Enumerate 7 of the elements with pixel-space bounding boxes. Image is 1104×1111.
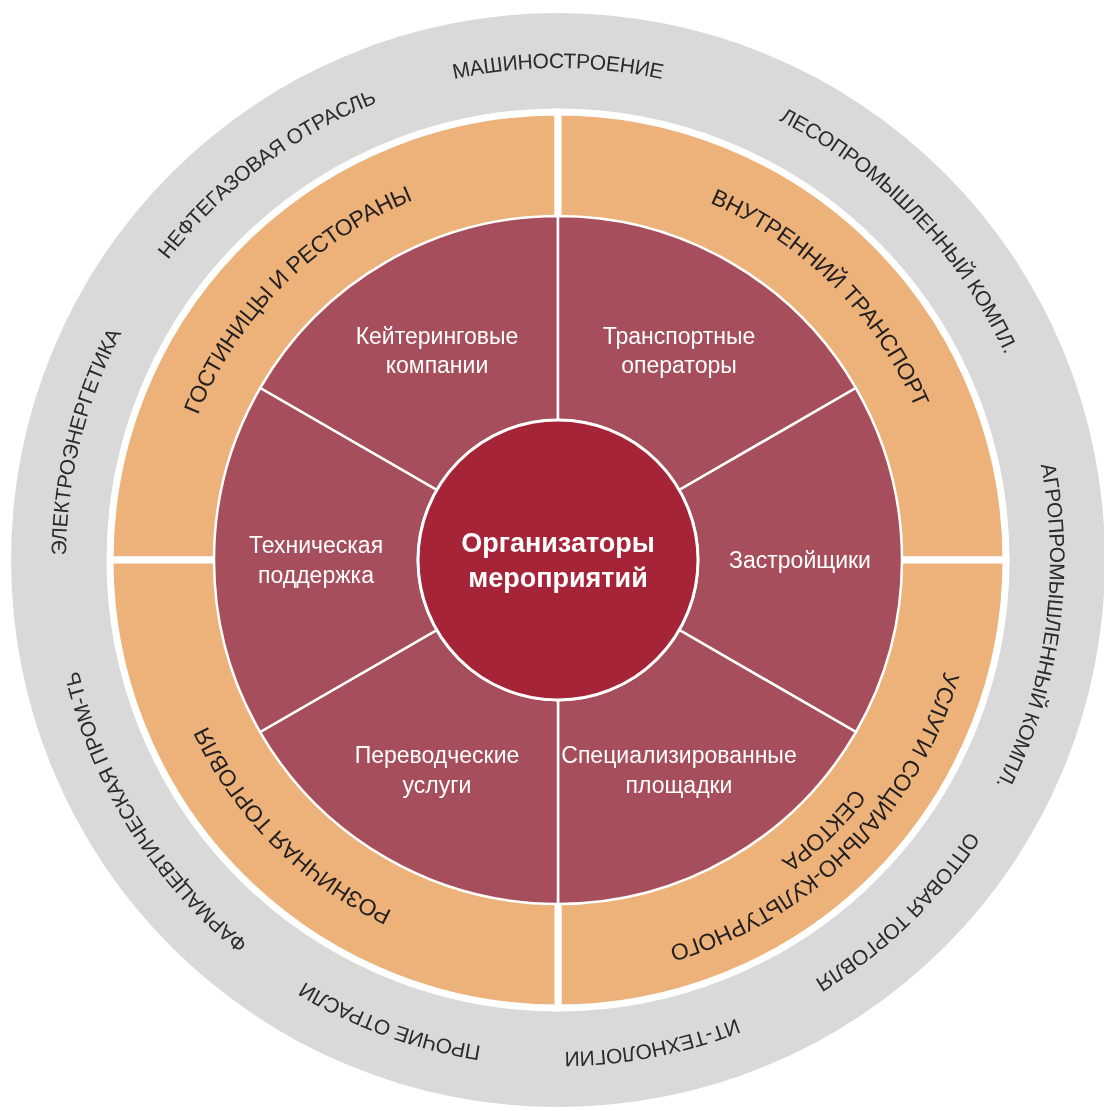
center-label: Организаторы мероприятий: [461, 527, 655, 593]
sector-label: Техническая поддержка: [248, 532, 384, 588]
sector-label: Транспортные операторы: [602, 322, 756, 379]
sector-label: Переводческие услуги: [354, 741, 520, 798]
industry-label: МАШИНОСТРОЕНИЕ: [450, 48, 666, 83]
sector-label: Застройщики: [729, 547, 871, 574]
sector-label: Кейтеринговые компании: [355, 322, 519, 379]
